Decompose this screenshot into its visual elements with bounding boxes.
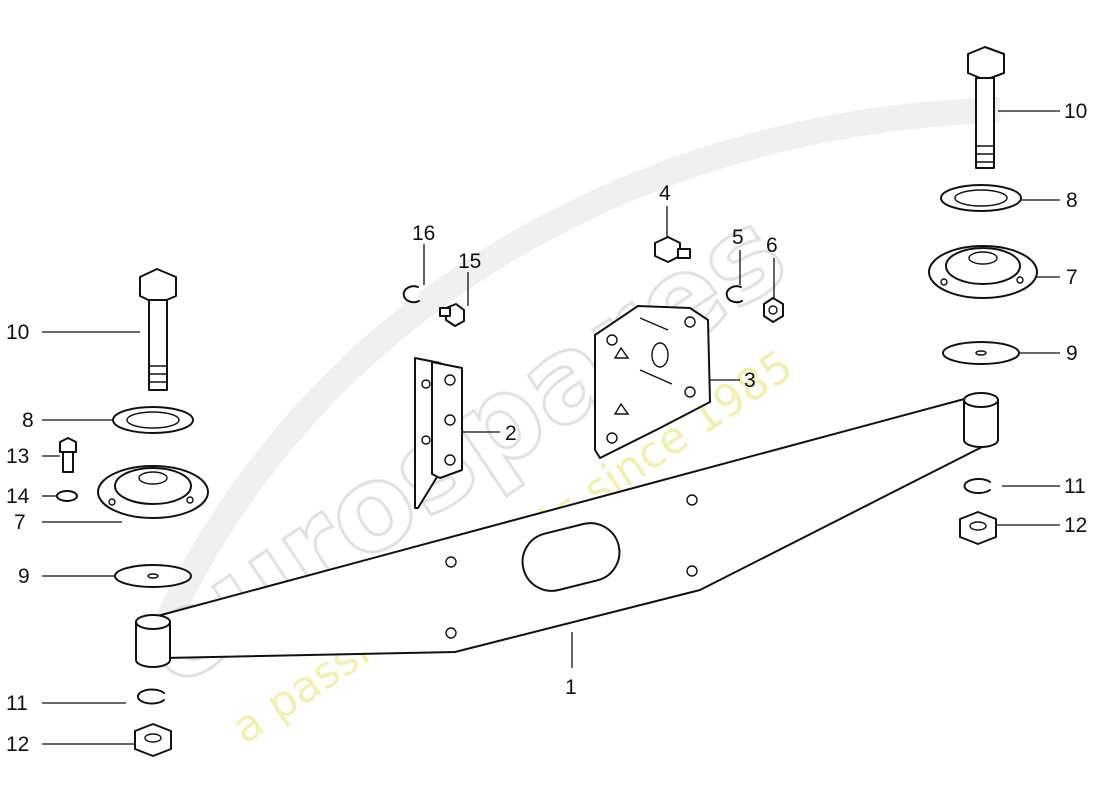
label-7-left: 7: [14, 511, 26, 534]
part-8-washer-right: [940, 184, 1022, 212]
part-1-crossmember: [135, 392, 999, 668]
part-11-circlip-right: [963, 478, 991, 494]
label-12-right: 12: [1064, 514, 1087, 537]
part-7-mount-left: [97, 465, 209, 519]
label-9-left: 9: [18, 565, 30, 588]
leader-lines: [42, 110, 1060, 745]
label-1: 1: [565, 676, 577, 699]
label-12-left: 12: [6, 733, 29, 756]
part-12-nut-left: [134, 723, 172, 757]
part-13-screw: [59, 437, 77, 473]
part-12-nut-right: [959, 511, 997, 545]
label-6: 6: [766, 234, 778, 257]
callout-labels: 1 2 3 4 5 6 7 7 8 8 9 9 10 10 11 11 12 1…: [6, 100, 1087, 756]
label-10-left: 10: [6, 321, 29, 344]
part-10-bolt-left: [139, 268, 177, 391]
part-3-plate: [594, 305, 711, 459]
label-8-right: 8: [1066, 189, 1078, 212]
part-11-circlip-left: [136, 688, 165, 705]
part-6-nut: [763, 297, 784, 323]
label-7-right: 7: [1066, 266, 1078, 289]
label-2: 2: [505, 422, 517, 445]
part-15-bolt: [439, 303, 465, 327]
label-9-right: 9: [1066, 342, 1078, 365]
part-4-bolt: [654, 236, 691, 263]
label-3: 3: [744, 369, 756, 392]
part-9-washer-left: [114, 564, 192, 588]
label-14: 14: [6, 485, 30, 508]
label-8-left: 8: [22, 409, 34, 432]
part-16-washer: [402, 285, 420, 304]
label-5: 5: [732, 226, 744, 249]
part-8-washer-left: [112, 406, 194, 434]
part-10-bolt-right: [967, 46, 1005, 169]
label-10-right: 10: [1064, 100, 1087, 123]
part-2-bracket: [414, 357, 463, 509]
label-13: 13: [6, 445, 29, 468]
part-7-mount-right: [928, 245, 1038, 299]
label-11-right: 11: [1064, 475, 1086, 498]
label-16: 16: [412, 222, 435, 245]
part-5-washer: [725, 285, 743, 304]
part-14-lockwasher: [56, 490, 78, 502]
label-11-left: 11: [6, 692, 28, 715]
part-9-washer-right: [942, 341, 1020, 365]
label-4: 4: [659, 182, 671, 205]
label-15: 15: [458, 250, 481, 273]
